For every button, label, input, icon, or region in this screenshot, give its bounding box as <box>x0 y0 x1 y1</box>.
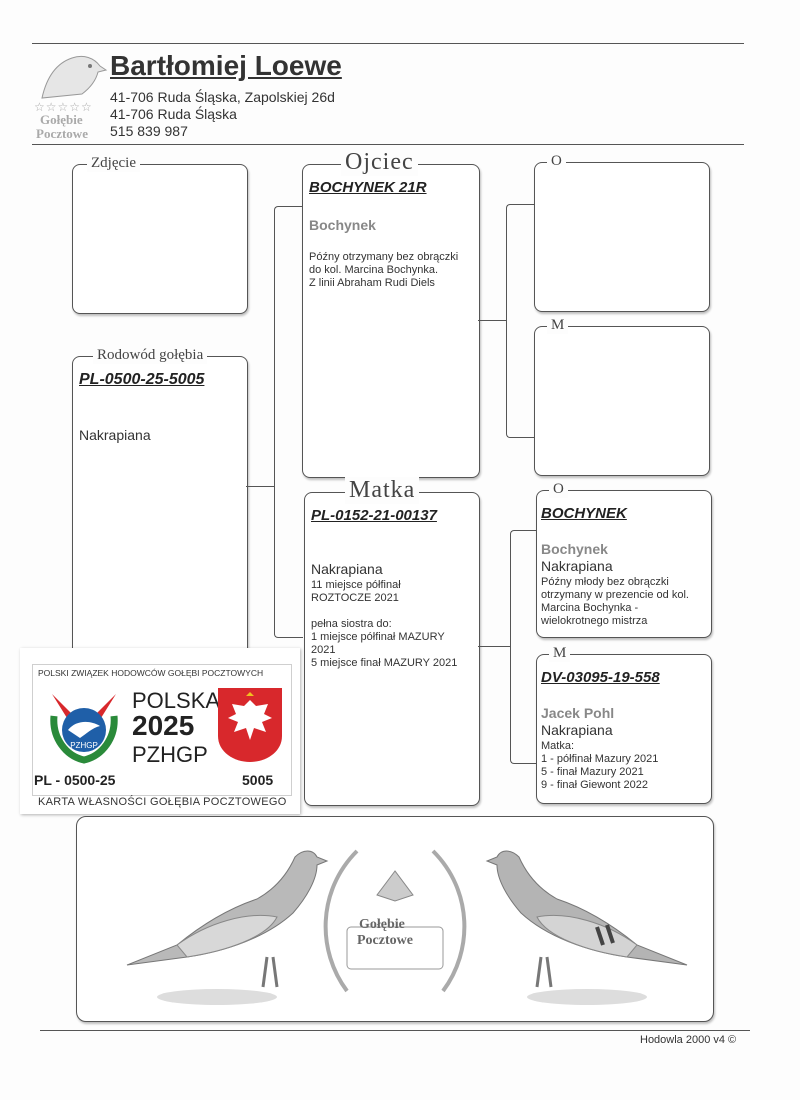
pigeon-box: Rodowód gołębia PL-0500-25-5005 Nakrapia… <box>72 347 248 688</box>
mother-notes: 11 miejsce półfinał ROZTOCZE 2021 pełna … <box>311 579 457 670</box>
pigeon-head-icon <box>41 55 108 99</box>
logo-text-line1: Gołębie <box>40 112 83 127</box>
banner: Gołębie Pocztowe <box>76 816 714 1022</box>
mother-father-fancier: Bochynek <box>541 541 608 557</box>
mother-mother-ring: DV-03095-19-558 <box>541 669 660 686</box>
mother-mother-box: M DV-03095-19-558 Jacek Pohl Nakrapiana … <box>536 645 712 804</box>
mother-father-note: Marcina Bochynka - <box>541 602 639 614</box>
mother-mother-color: Nakrapiana <box>541 722 613 738</box>
polish-eagle-icon <box>216 686 284 764</box>
father-ring: BOCHYNEK 21R <box>309 179 427 196</box>
mother-box: Matka PL-0152-21-00137 Nakrapiana 11 mie… <box>304 477 480 806</box>
mother-note: ROZTOCZE 2021 <box>311 592 399 604</box>
mother-ring: PL-0152-21-00137 <box>311 507 437 524</box>
mother-mother-note: Matka: <box>541 740 575 752</box>
mother-mother-fancier: Jacek Pohl <box>541 705 615 721</box>
mother-note: 2021 <box>311 644 336 656</box>
mother-note: 11 miejsce półfinał <box>311 579 401 591</box>
mother-father-ring: BOCHYNEK <box>541 505 627 522</box>
father-box: Ojciec BOCHYNEK 21R Bochynek Późny otrzy… <box>302 149 480 478</box>
mother-father-box: O BOCHYNEK Bochynek Nakrapiana Późny mło… <box>536 481 712 638</box>
mother-mother-note: 9 - finał Giewont 2022 <box>541 779 649 791</box>
mother-father-color: Nakrapiana <box>541 558 613 574</box>
pigeon-ring: PL-0500-25-5005 <box>79 371 205 388</box>
father-father-box: O <box>534 153 710 312</box>
banner-logo-line1: Gołębie <box>359 917 405 932</box>
laurel-wreath-icon <box>323 849 467 993</box>
father-note: do kol. Marcina Bochynka. <box>309 264 439 276</box>
mother-note: pełna siostra do: <box>311 618 392 630</box>
mother-connector-stub <box>478 646 510 647</box>
mother-father-note: Późny młody bez obrączki <box>541 576 669 588</box>
mother-color: Nakrapiana <box>311 561 383 577</box>
pigeon-parents-connector <box>274 206 303 638</box>
card-country: POLSKA <box>132 688 221 713</box>
pigeon-box-legend: Rodowód gołębia <box>93 347 208 364</box>
mother-mother-note: 1 - półfinał Mazury 2021 <box>541 753 659 765</box>
mother-mother-legend: M <box>549 645 571 662</box>
father-father-legend: O <box>547 153 566 170</box>
card-title: POLSKI ZWIĄZEK HODOWCÓW GOŁĘBI POCZTOWYC… <box>38 668 264 678</box>
father-parents-connector <box>506 204 535 438</box>
pzhgp-badge-icon: PZHGP <box>44 686 124 764</box>
father-note: Z linii Abraham Rudi Diels <box>309 277 435 289</box>
card-org: PZHGP <box>132 742 208 767</box>
card-footer: KARTA WŁASNOŚCI GOŁĘBIA POCZTOWEGO <box>38 796 287 808</box>
mother-note: 5 miejsce finał MAZURY 2021 <box>311 657 458 669</box>
father-notes: Późny otrzymany bez obrączki do kol. Mar… <box>309 251 458 290</box>
mother-mother-note: 5 - finał Mazury 2021 <box>541 766 644 778</box>
mother-father-notes: Późny młody bez obrączki otrzymany w pre… <box>541 576 689 628</box>
mother-note-spacer <box>311 605 457 618</box>
phone: 515 839 987 <box>110 123 188 139</box>
card-year: 2025 <box>132 710 195 741</box>
card-ring-left: PL - 0500-25 <box>34 772 116 788</box>
father-connector-stub <box>478 320 506 321</box>
father-legend: Ojciec <box>341 149 418 176</box>
father-mother-legend: M <box>547 317 569 334</box>
logo-stars: ☆☆☆☆☆ <box>34 100 93 114</box>
card-ring-right: 5005 <box>242 772 274 788</box>
logo: ☆☆☆☆☆ Gołębie Pocztowe <box>32 50 108 141</box>
header-bottom-rule <box>32 144 744 145</box>
mother-mother-notes: Matka: 1 - półfinał Mazury 2021 5 - fina… <box>541 740 658 792</box>
mother-father-note: otrzymany w prezencie od kol. <box>541 589 689 601</box>
banner-logo-line2: Pocztowe <box>357 933 413 948</box>
owner-name: Bartłomiej Loewe <box>110 50 342 81</box>
mother-parents-connector <box>510 530 537 764</box>
photo-box: Zdjęcie <box>72 155 248 314</box>
father-fancier: Bochynek <box>309 217 376 233</box>
badge-text: PZHGP <box>70 741 98 750</box>
logo-text-line2: Pocztowe <box>36 126 88 141</box>
top-rule <box>32 43 744 44</box>
mother-father-legend: O <box>549 481 568 498</box>
mother-father-note: wielokrotnego mistrza <box>541 615 648 627</box>
pigeon-left-icon <box>126 850 329 1005</box>
pigeon-right-icon <box>485 850 688 1005</box>
mother-legend: Matka <box>345 477 420 504</box>
pigeon-color: Nakrapiana <box>79 427 151 443</box>
ownership-card: POLSKI ZWIĄZEK HODOWCÓW GOŁĘBI POCZTOWYC… <box>20 648 300 814</box>
pigeon-connector-stub <box>246 486 274 487</box>
father-note: Późny otrzymany bez obrączki <box>309 251 459 263</box>
mother-note: 1 miejsce półfinał MAZURY <box>311 631 445 643</box>
photo-box-legend: Zdjęcie <box>87 155 140 172</box>
footer-rule <box>40 1030 750 1031</box>
address-line2: 41-706 Ruda Śląska <box>110 106 237 122</box>
card-inner-frame <box>32 664 292 796</box>
footer-text: Hodowla 2000 v4 © <box>640 1034 737 1046</box>
father-mother-box: M <box>534 317 710 476</box>
address-line1: 41-706 Ruda Śląska, Zapolskiej 26d <box>110 89 335 105</box>
